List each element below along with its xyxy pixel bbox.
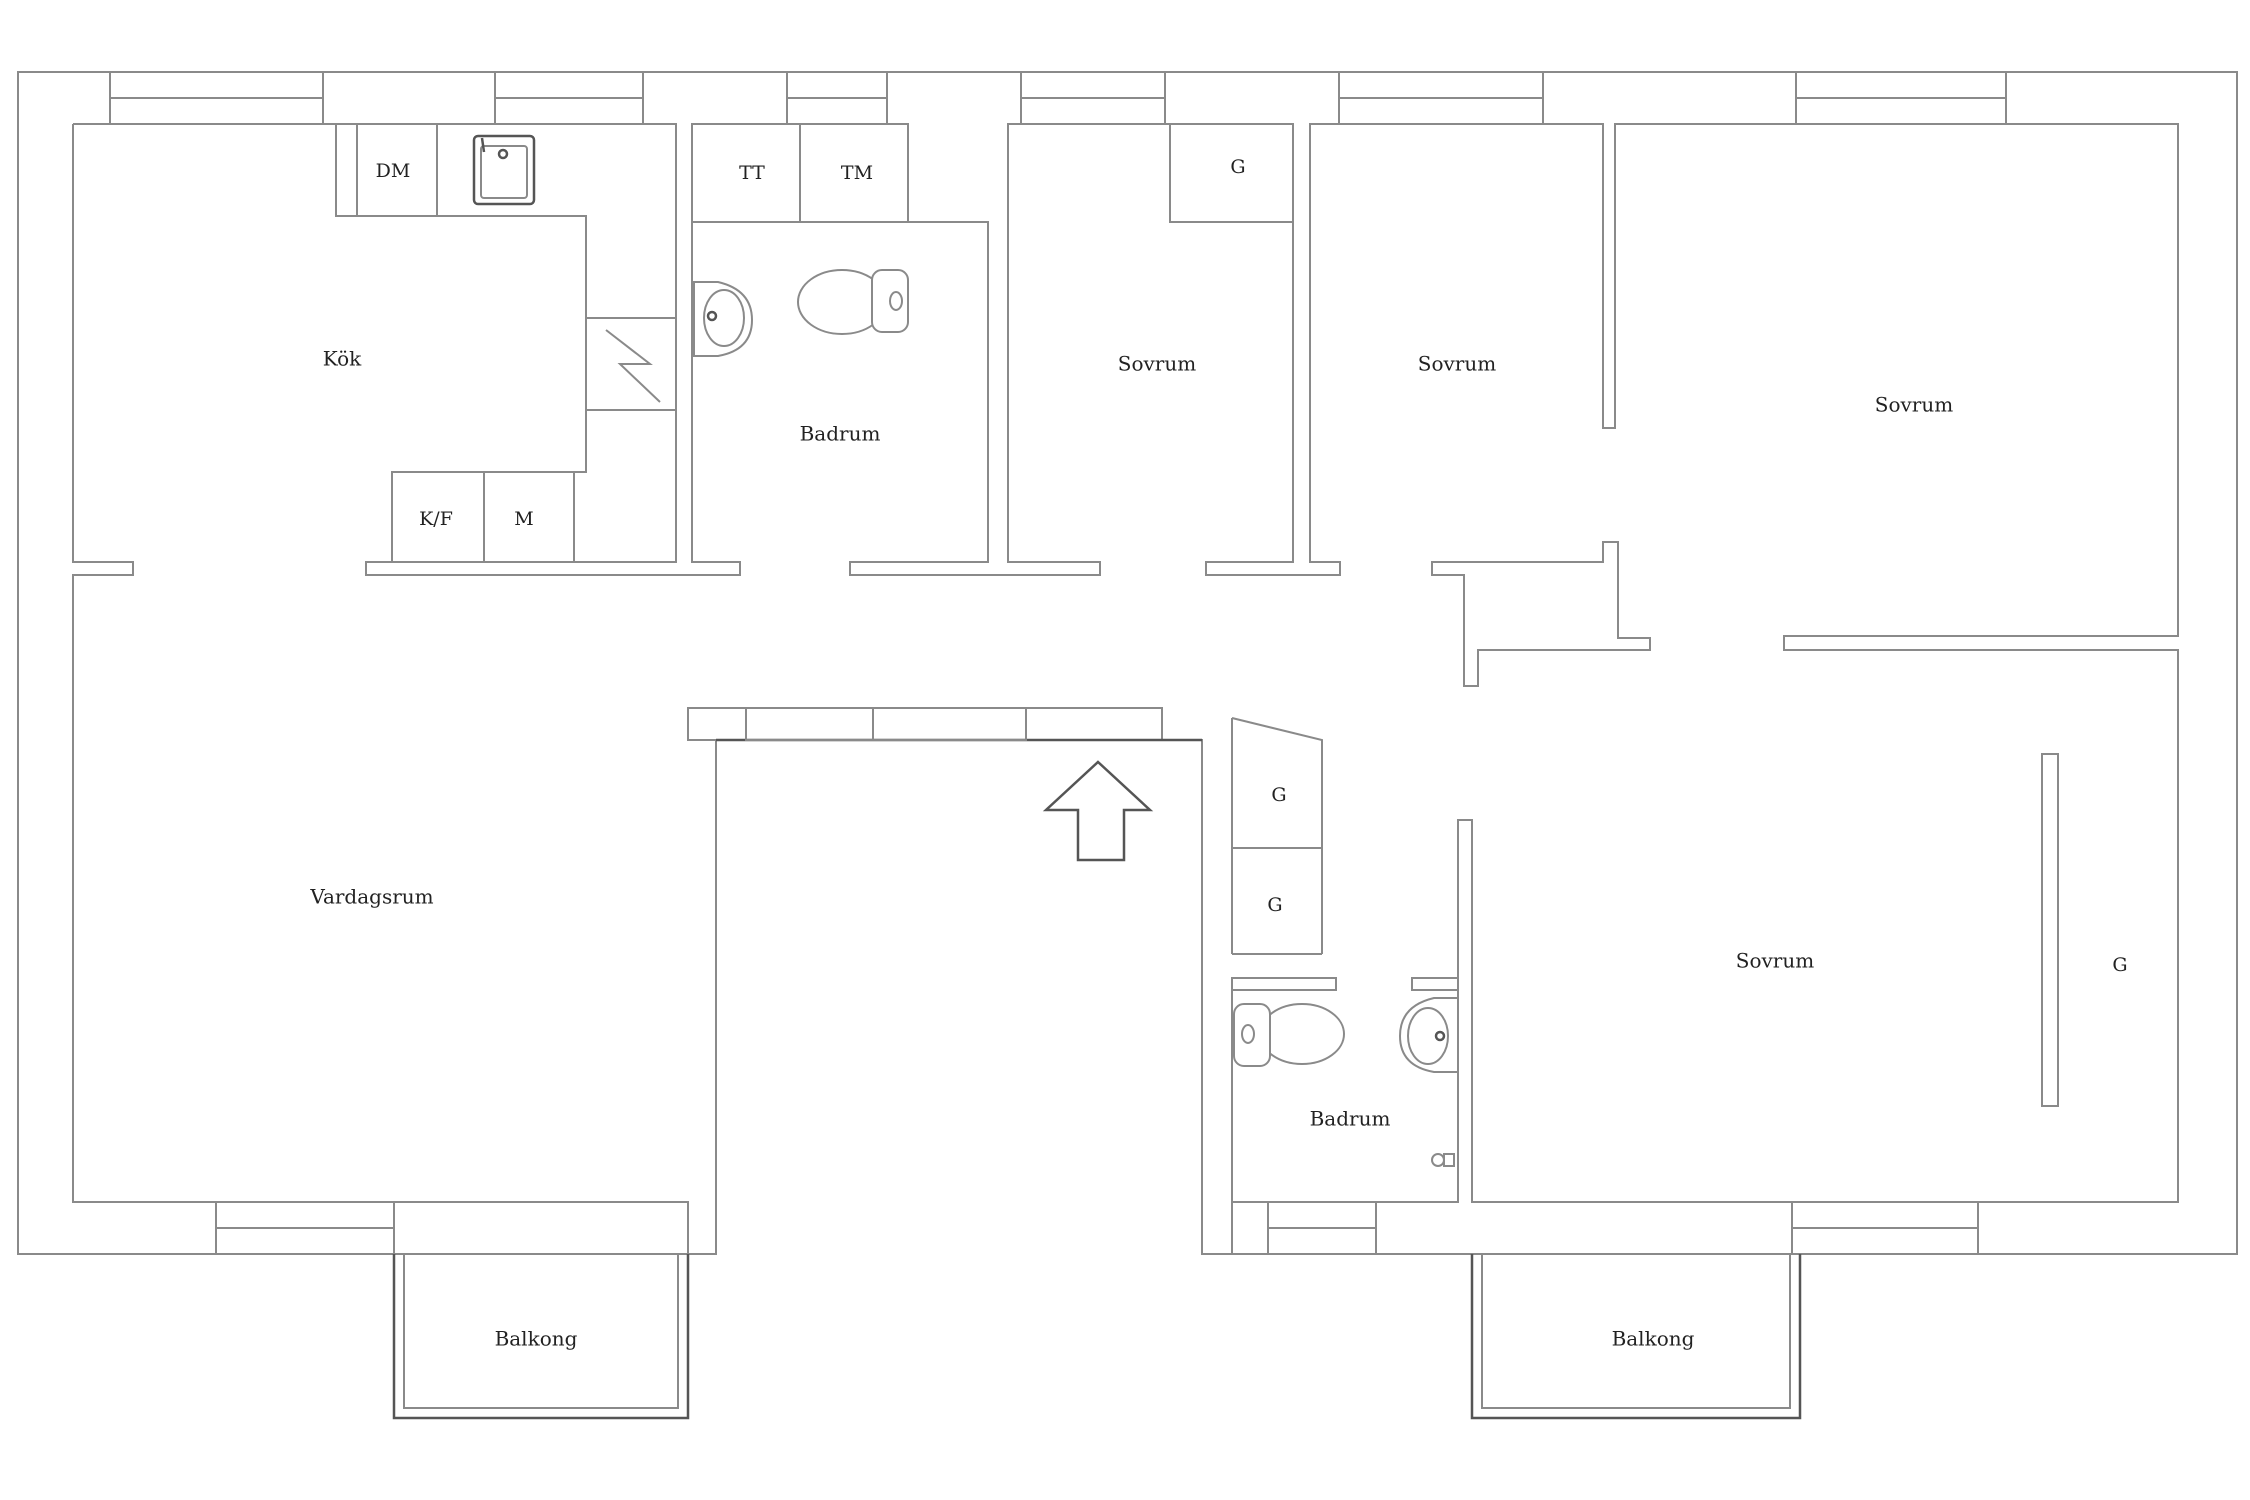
room-label-balkong-2: Balkong: [1612, 1327, 1695, 1351]
fixture-label-kf: K/F: [419, 508, 453, 530]
sink-icon: [1398, 997, 1459, 1073]
balcony-2: [1470, 1254, 1802, 1420]
fixture-label-dm: DM: [376, 160, 411, 182]
bathroom-1: [692, 124, 910, 357]
fixture-label-g-sovrum-4: G: [2112, 954, 2127, 976]
kitchen-sink-icon: [472, 134, 536, 206]
toilet-icon: [1233, 1003, 1345, 1067]
bedroom-4: [2041, 753, 2059, 1107]
fixture-label-m: M: [514, 508, 533, 530]
room-label-badrum-1: Badrum: [800, 422, 881, 446]
fixture-label-tm: TM: [841, 162, 873, 184]
hall-wardrobes: [1231, 717, 1337, 991]
bedroom-1: [1169, 124, 1293, 223]
room-label-kok: Kök: [323, 347, 362, 371]
bathroom-2: [1231, 977, 1459, 1203]
sink-icon: [693, 281, 754, 357]
room-label-vardagsrum: Vardagsrum: [309, 885, 433, 909]
shower-icon: [1431, 1153, 1455, 1167]
fixture-label-tt: TT: [739, 162, 765, 184]
fixture-label-g-sovrum-1: G: [1230, 156, 1245, 178]
room-label-badrum-2: Badrum: [1310, 1107, 1391, 1131]
toilet-icon: [797, 269, 909, 335]
fixture-label-g-hall-1: G: [1271, 784, 1286, 806]
entrance-wall: [745, 707, 1027, 741]
balcony-1: [392, 1254, 690, 1420]
room-label-sovrum-1: Sovrum: [1118, 352, 1196, 376]
room-label-sovrum-2: Sovrum: [1418, 352, 1496, 376]
kitchen: [335, 124, 677, 562]
fixture-label-g-hall-2: G: [1267, 894, 1282, 916]
outer-walls: [17, 71, 2238, 1255]
room-label-balkong-1: Balkong: [495, 1327, 578, 1351]
room-label-sovrum-4: Sovrum: [1736, 949, 1814, 973]
room-label-sovrum-3: Sovrum: [1875, 393, 1953, 417]
windows-bottom: [215, 1201, 1979, 1255]
entrance-arrow-icon: [1042, 760, 1154, 862]
windows-top: [109, 71, 2007, 125]
